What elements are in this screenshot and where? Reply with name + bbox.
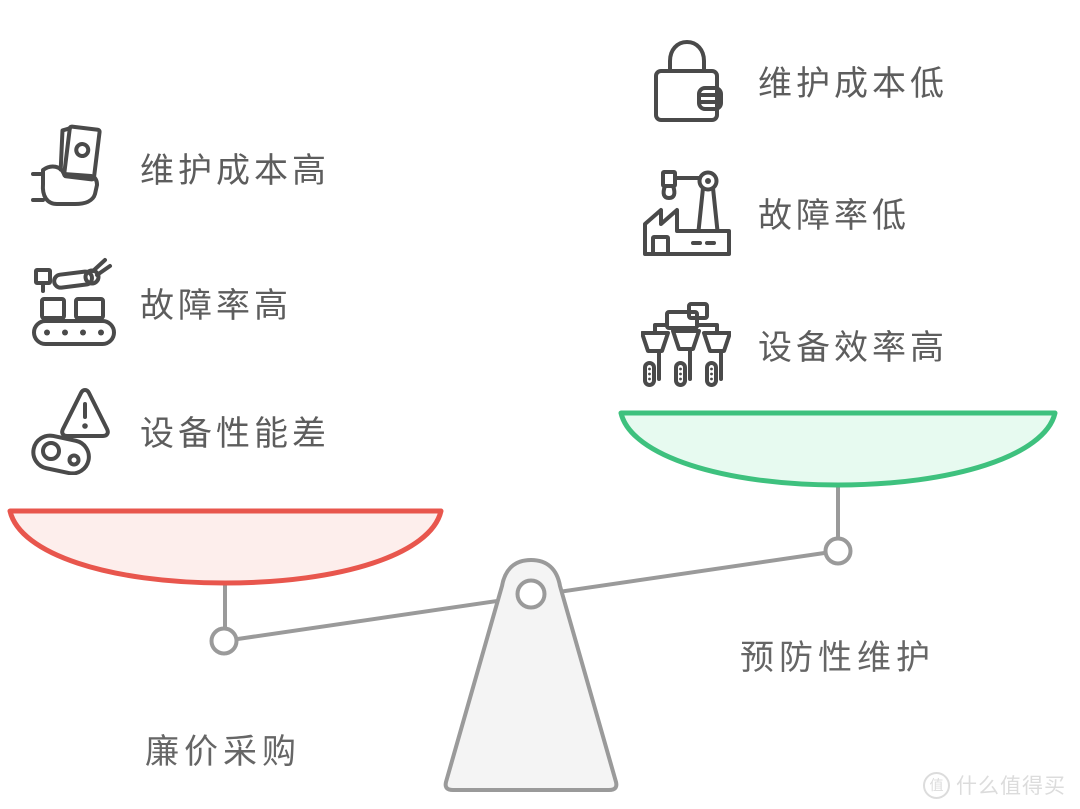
smzdm-watermark: 值 什么值得买	[923, 770, 1066, 800]
left-beam-joint	[209, 626, 239, 656]
item-label: 设备性能差	[140, 414, 330, 453]
smzdm-badge-icon: 值	[923, 771, 950, 799]
left-pan-bowl	[7, 508, 444, 586]
factory-robot-icon	[640, 166, 732, 258]
right-pan-label: 预防性维护	[740, 639, 935, 677]
item-label: 故障率低	[758, 196, 910, 235]
right-item-maintenance-cost: 维护成本低	[640, 34, 948, 126]
item-label: 维护成本低	[758, 64, 948, 103]
right-pan-bowl	[618, 410, 1058, 488]
left-pan-label: 廉价采购	[145, 733, 301, 771]
filling-machine-icon	[640, 298, 732, 390]
left-item-performance: 设备性能差	[28, 384, 330, 476]
lock-wallet-icon	[640, 34, 732, 126]
right-item-efficiency: 设备效率高	[640, 298, 948, 390]
conveyor-robot-arm-icon	[28, 256, 120, 348]
smzdm-watermark-text: 什么值得买	[956, 775, 1066, 798]
fulcrum	[443, 558, 619, 792]
cash-payment-icon	[28, 121, 120, 213]
left-item-maintenance-cost: 维护成本高	[28, 121, 330, 213]
right-item-failure-rate: 故障率低	[640, 166, 910, 258]
item-label: 设备效率高	[758, 328, 948, 367]
item-label: 维护成本高	[140, 151, 330, 190]
fulcrum-hole	[515, 578, 547, 610]
left-item-failure-rate: 故障率高	[28, 256, 292, 348]
right-beam-joint	[823, 536, 853, 566]
item-label: 故障率高	[140, 286, 292, 325]
warning-belt-icon	[28, 384, 120, 476]
